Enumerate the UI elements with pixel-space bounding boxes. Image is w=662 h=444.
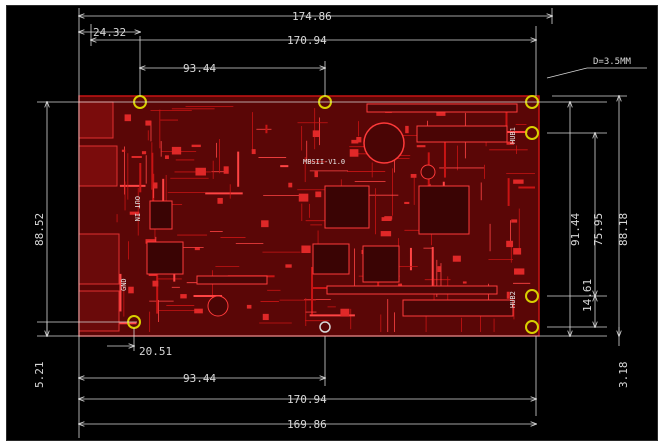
chip-fpga: [324, 185, 370, 229]
header-right-row: [402, 299, 514, 317]
vertical-dimension-lines: [47, 67, 647, 346]
dim-top-overall: 174.86: [292, 10, 332, 23]
dim-right-bottom-offset: 3.18: [617, 362, 630, 389]
dim-bottom-width: 170.94: [287, 393, 327, 406]
left-connector-top: [78, 101, 114, 139]
extension-lines: [37, 8, 627, 438]
dim-right-75: 75.95: [592, 213, 605, 246]
left-connector-eth: [78, 233, 120, 285]
out-in-label: OUT IN: [133, 196, 141, 221]
hole-diameter-note: D=3.5MM: [593, 57, 632, 67]
buzzer: [207, 295, 229, 317]
dim-bottom-left-offset: 20.51: [139, 345, 172, 358]
horizontal-dimension-lines: [79, 16, 552, 424]
header-mid: [196, 275, 268, 285]
capacitor-large: [363, 122, 405, 164]
mount-hole-bottom-right: [525, 320, 539, 334]
gnd-label: GND: [120, 278, 128, 291]
dim-left-height: 88.52: [33, 213, 46, 246]
mount-hole-right-low: [525, 289, 539, 303]
hub1-label: HUB1: [509, 127, 517, 144]
capacitor-small: [420, 164, 436, 180]
chip-regulator: [146, 241, 184, 275]
dim-right-88: 88.18: [617, 213, 630, 246]
dim-top-left-offset: 24.32: [93, 26, 126, 39]
pcb-drawing: MBSII-V1.0 OUT IN GND HUB1 HUB2: [33, 8, 647, 438]
mount-hole-bottom-mid: [319, 321, 331, 333]
header-bottom: [326, 285, 498, 295]
model-label: MBSII-V1.0: [303, 158, 345, 166]
dim-top-hole: 93.44: [183, 62, 216, 75]
header-top: [366, 103, 518, 113]
dim-top-width: 170.94: [287, 34, 327, 47]
dim-bottom-overall: 169.86: [287, 418, 327, 431]
cad-canvas: MBSII-V1.0 OUT IN GND HUB1 HUB2: [6, 5, 658, 441]
chip-main-cpu: [418, 185, 470, 235]
dim-right-91: 91.44: [569, 213, 582, 246]
left-connector-mid: [78, 145, 118, 187]
hub2-label: HUB2: [509, 291, 517, 308]
dim-left-bottom-offset: 5.21: [33, 362, 46, 389]
dim-right-14: 14.61: [581, 279, 594, 312]
chip-driver: [149, 200, 173, 230]
header-right-top: [416, 125, 508, 143]
dim-bottom-hole: 93.44: [183, 372, 216, 385]
chip-ram: [312, 243, 350, 275]
pcb-board: [78, 95, 540, 337]
left-connector-bottom: [78, 290, 120, 332]
chip-flash: [362, 245, 400, 283]
mount-hole-right-mid: [525, 126, 539, 140]
